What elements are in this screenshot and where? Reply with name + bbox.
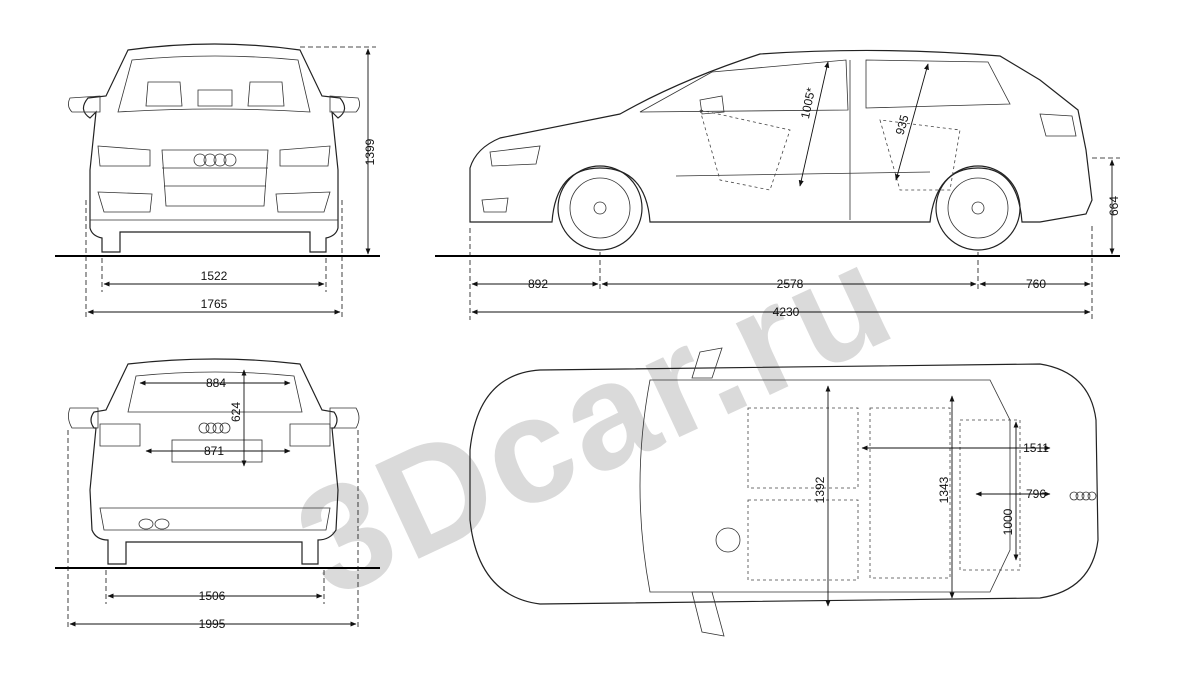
rear-overhang-value: 760 [1026, 277, 1046, 291]
door-diagonal-value: 1005* [798, 86, 818, 120]
front-view: 1522 1765 1399 [55, 43, 380, 318]
front-width-value: 1765 [201, 297, 228, 311]
rear-plate-width-value: 871 [204, 444, 224, 458]
length-value: 4230 [773, 305, 800, 319]
height-value: 1399 [363, 138, 377, 165]
cargo-length-max-value: 1511 [1023, 441, 1049, 455]
cargo-length-value: 796 [1026, 487, 1046, 501]
wheelbase-value: 2578 [777, 277, 804, 291]
rear-track-value: 1506 [199, 589, 226, 603]
watermark: 3Dcar.ru [273, 209, 917, 629]
rear-window-height-value: 624 [229, 402, 243, 422]
tailgate-height-value: 664 [1107, 196, 1121, 216]
rear-diagonal-value: 935 [893, 113, 912, 136]
front-track-value: 1522 [201, 269, 228, 283]
front-overhang-value: 892 [528, 277, 548, 291]
interior-width-front-value: 1392 [813, 476, 827, 503]
cargo-width-value: 1000 [1001, 508, 1015, 535]
width-mirrors-value: 1995 [199, 617, 226, 631]
rear-view: 884 624 871 1506 1995 [55, 358, 380, 631]
interior-width-rear-value: 1343 [937, 476, 951, 503]
top-view: 1392 1343 1511 796 1000 [469, 347, 1099, 637]
side-view: 1005* 935 664 892 2578 760 4230 [435, 49, 1121, 320]
rear-window-width-value: 884 [206, 376, 226, 390]
